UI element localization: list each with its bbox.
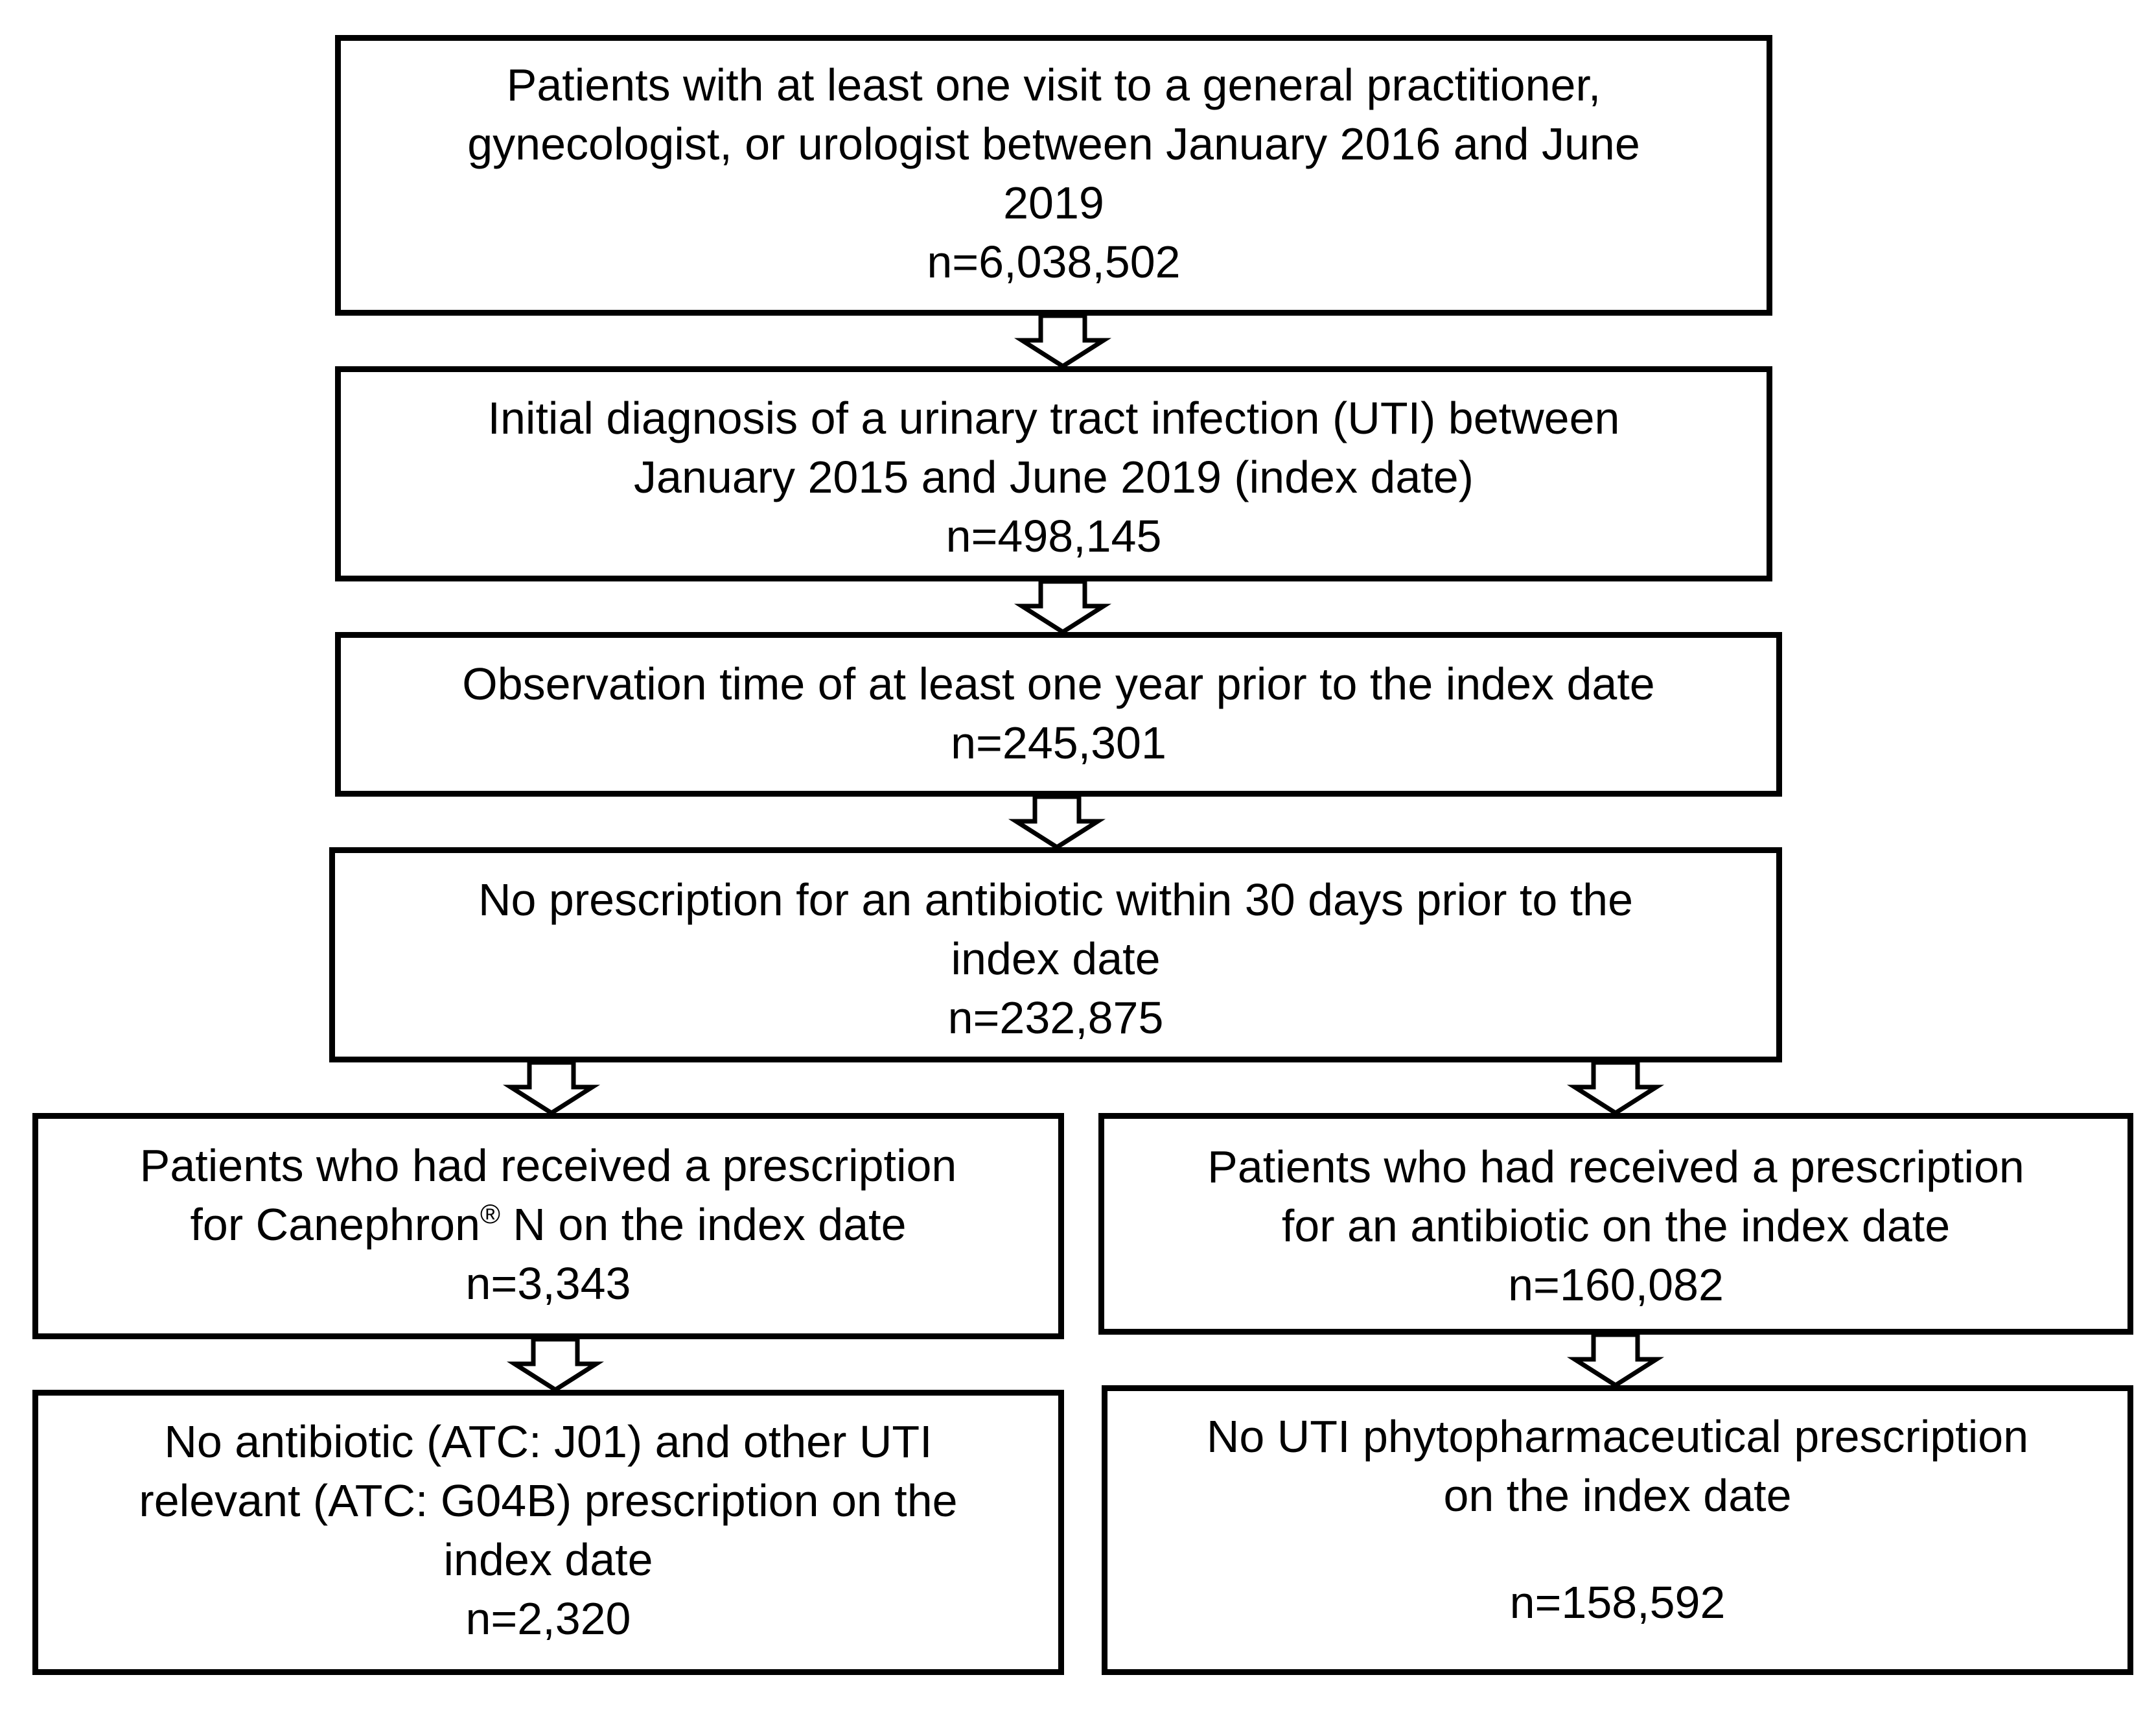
box-no-prior-antibiotic-count: n=232,875 — [947, 992, 1164, 1043]
box-antibiotic-count: n=160,082 — [1508, 1259, 1724, 1310]
box-no-antibiotic-final-line-2: relevant (ATC: G04B) prescription on the — [139, 1475, 958, 1526]
box-no-phyto-final: No UTI phytopharmaceutical prescription … — [1102, 1385, 2133, 1675]
box-canephron-line-2: for Canephron® N on the index date — [190, 1195, 906, 1254]
arrow-5-to-7 — [506, 1337, 605, 1393]
box-no-phyto-final-count: n=158,592 — [1509, 1577, 1726, 1628]
box-canephron-line-2-pre: for Canephron — [190, 1199, 480, 1250]
arrow-1-to-2 — [1014, 313, 1112, 369]
arrow-4-to-5 — [502, 1060, 601, 1116]
box-no-prior-antibiotic-line-2: index date — [951, 933, 1161, 984]
box-canephron: Patients who had received a prescription… — [32, 1113, 1064, 1339]
box-total-patients-line-3: 2019 — [1003, 178, 1104, 228]
box-canephron-line-2-post: N on the index date — [500, 1199, 907, 1250]
box-observation-time: Observation time of at least one year pr… — [335, 632, 1782, 797]
box-no-prior-antibiotic-line-1: No prescription for an antibiotic within… — [478, 874, 1634, 925]
arrow-4-to-6 — [1566, 1060, 1665, 1116]
box-observation-time-line-1: Observation time of at least one year pr… — [462, 659, 1655, 709]
box-uti-diagnosis-line-1: Initial diagnosis of a urinary tract inf… — [487, 393, 1620, 443]
box-uti-diagnosis: Initial diagnosis of a urinary tract inf… — [335, 366, 1772, 581]
box-no-phyto-final-line-2: on the index date — [1443, 1470, 1792, 1521]
box-uti-diagnosis-line-2: January 2015 and June 2019 (index date) — [634, 452, 1474, 502]
box-observation-time-count: n=245,301 — [951, 718, 1166, 768]
box-no-antibiotic-final: No antibiotic (ATC: J01) and other UTI r… — [32, 1390, 1064, 1675]
box-no-antibiotic-final-line-3: index date — [443, 1534, 653, 1585]
box-antibiotic-line-1: Patients who had received a prescription — [1207, 1142, 2024, 1192]
box-no-phyto-final-line-1: No UTI phytopharmaceutical prescription — [1206, 1411, 2029, 1462]
arrow-3-to-4 — [1008, 794, 1106, 850]
arrow-2-to-3 — [1014, 579, 1112, 635]
box-total-patients-count: n=6,038,502 — [927, 237, 1181, 287]
box-total-patients-line-1: Patients with at least one visit to a ge… — [506, 60, 1601, 110]
box-no-antibiotic-final-line-1: No antibiotic (ATC: J01) and other UTI — [164, 1416, 933, 1467]
box-total-patients-line-2: gynecologist, or urologist between Janua… — [467, 119, 1640, 169]
arrow-6-to-8 — [1566, 1332, 1665, 1388]
box-uti-diagnosis-count: n=498,145 — [945, 511, 1162, 561]
box-no-antibiotic-final-count: n=2,320 — [465, 1593, 631, 1644]
registered-mark: ® — [480, 1199, 500, 1229]
box-canephron-line-1: Patients who had received a prescription — [139, 1140, 957, 1191]
box-canephron-count: n=3,343 — [465, 1258, 631, 1309]
box-total-patients: Patients with at least one visit to a ge… — [335, 35, 1772, 316]
box-no-prior-antibiotic: No prescription for an antibiotic within… — [329, 847, 1782, 1062]
box-antibiotic-line-2: for an antibiotic on the index date — [1281, 1201, 1951, 1251]
box-antibiotic: Patients who had received a prescription… — [1098, 1113, 2133, 1335]
